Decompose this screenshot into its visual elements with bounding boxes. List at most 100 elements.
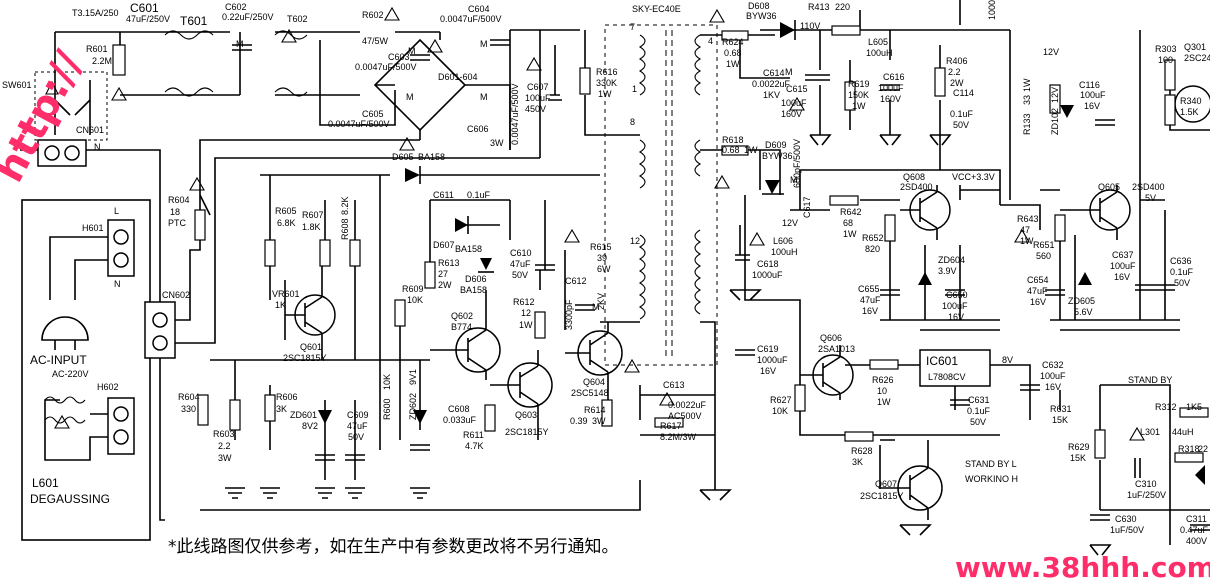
label-c614-v: 1KV: [763, 90, 780, 100]
label-c615: C615: [786, 84, 808, 94]
label-r312: R312: [1155, 402, 1177, 412]
label-h601: H601: [82, 223, 104, 233]
label-c603-val: 0.0047uF/500V: [355, 62, 417, 72]
label-c311: C311: [1186, 514, 1207, 524]
label-q301-val: 2SC24: [1184, 53, 1210, 63]
label-c615-val: 100uF: [781, 98, 807, 108]
label-d601: D601-604: [438, 72, 478, 82]
label-m7: M: [790, 175, 798, 185]
label-r618-w: 1W: [744, 145, 758, 155]
label-r643-val: 47: [1020, 225, 1030, 235]
label-r601: R601: [86, 44, 108, 54]
label-r643: R643: [1017, 214, 1039, 224]
label-c611-val: 0.1uF: [467, 190, 491, 200]
label-c631: C631: [968, 395, 990, 405]
label-q606-val: 2SA1013: [818, 344, 855, 354]
label-c114-val: 0.1uF: [950, 109, 974, 119]
label-c116-val: 100uF: [1080, 90, 1106, 100]
label-r604b: R604: [178, 392, 200, 402]
label-d607: D607: [433, 240, 455, 250]
label-c654-val: 47uF: [1027, 286, 1048, 296]
label-r607-val: 1.8K: [302, 222, 321, 232]
label-r626-val: 10: [877, 386, 887, 396]
label-c311-val: 0.47uF: [1180, 525, 1209, 535]
label-r606-val: 3K: [276, 404, 287, 414]
label-r616-w: 1W: [598, 89, 612, 99]
label-c608: C608: [448, 404, 470, 414]
label-c654-v: 16V: [1030, 297, 1046, 307]
label-pin12: 12: [630, 236, 640, 246]
label-d605-val: BA158: [418, 152, 445, 162]
label-c613-v: AC500V: [668, 411, 702, 421]
label-r624-val: 0.68: [724, 48, 742, 58]
label-r616-val: 330K: [596, 78, 617, 88]
label-r406-val: 2.2: [948, 67, 961, 77]
label-r133-w: 1W: [1022, 78, 1032, 92]
label-r603-w: 3W: [218, 453, 232, 463]
label-r133-val: 33: [1022, 95, 1032, 105]
label-m2: M: [408, 46, 416, 56]
label-r617-val: 8.2M/3W: [660, 432, 697, 442]
label-c630: C630: [1115, 514, 1137, 524]
ac-input-title: AC-INPUT: [30, 353, 87, 367]
label-c637-v: 16V: [1114, 272, 1130, 282]
label-c604-val: 0.0047uF/500V: [440, 14, 502, 24]
label-12v-b: 12V: [1043, 47, 1059, 57]
label-r604-type: PTC: [168, 218, 187, 228]
label-pin1: 1: [632, 84, 637, 94]
label-c650-val: 100uF: [942, 301, 968, 311]
label-c607-val: 100uF: [525, 93, 551, 103]
label-n2: N: [114, 279, 121, 289]
label-r652: R652: [862, 233, 884, 243]
label-t601: T601: [180, 14, 208, 28]
label-c616-val: 100uF: [878, 83, 904, 93]
label-c614: C614: [763, 68, 785, 78]
label-zd602-val: 9V1: [408, 369, 418, 385]
label-r619: R619: [848, 79, 870, 89]
label-r608: R608: [340, 218, 350, 240]
label-q606: Q606: [820, 333, 842, 343]
flyback-part: SKY-EC40E: [632, 4, 681, 14]
label-m5: M: [480, 92, 488, 102]
label-r619-val: 150K: [848, 90, 869, 100]
label-c607b-val: 0.0047uF/500V: [510, 83, 520, 145]
label-c116-v: 16V: [1084, 101, 1100, 111]
label-d608-val: BYW36: [746, 11, 777, 21]
label-zd601-val: 8V2: [302, 421, 318, 431]
label-c655-v: 16V: [862, 306, 878, 316]
label-c311-v: 400V: [1186, 536, 1207, 546]
label-zd605-val: 5.6V: [1074, 307, 1093, 317]
label-l: L: [114, 206, 119, 216]
label-d607-val: BA158: [455, 244, 482, 254]
label-d609-val: BYW36: [762, 151, 793, 161]
label-c655: C655: [858, 284, 880, 294]
label-r642-val: 68: [843, 218, 853, 228]
label-r626: R626: [872, 375, 894, 385]
wiring: [20, 0, 1210, 556]
label-c610-val: 47uF: [510, 259, 531, 269]
label-c616: C616: [883, 72, 905, 82]
label-q602-val: B774: [451, 322, 472, 332]
label-c632: C632: [1042, 360, 1064, 370]
label-r604-val: 18: [170, 207, 180, 217]
label-c611: C611: [433, 190, 454, 200]
label-c650-v: 16V: [948, 312, 964, 322]
label-c606-val: 3W: [490, 138, 504, 148]
label-c605-val: 0.0047uF/500V: [328, 119, 390, 129]
label-c609: C609: [347, 410, 369, 420]
label-q601: Q601: [300, 342, 322, 352]
label-vcc: VCC+3.3V: [952, 172, 995, 182]
label-d609: D609: [765, 140, 787, 150]
label-r643-w: 1W: [1020, 236, 1034, 246]
label-c602: C602: [225, 2, 247, 12]
label-r612: R612: [513, 297, 535, 307]
label-cn601: CN601: [76, 125, 104, 135]
label-m6: M: [592, 302, 600, 312]
label-h602: H602: [97, 382, 119, 392]
label-r605: R605: [275, 206, 297, 216]
label-q604: Q604: [583, 377, 605, 387]
label-c612-val: 3300pF: [564, 299, 574, 330]
label-c610-v: 50V: [512, 270, 528, 280]
label-c619: C619: [757, 344, 779, 354]
label-c607: C607: [527, 82, 549, 92]
